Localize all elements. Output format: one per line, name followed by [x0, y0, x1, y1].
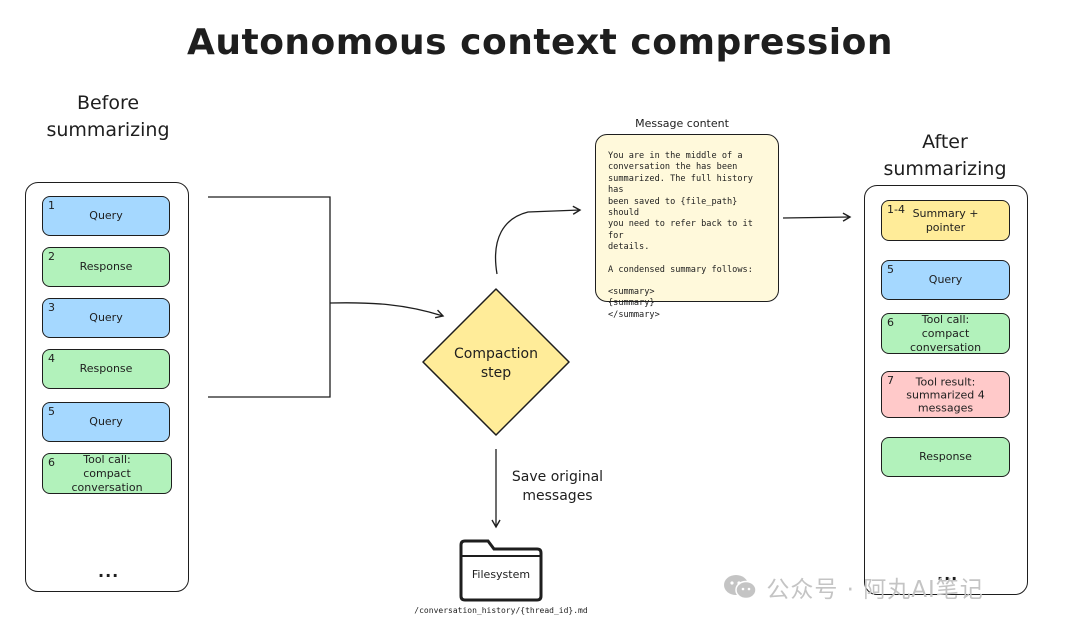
folder-icon [459, 539, 543, 602]
after-item-response: Response [881, 437, 1010, 477]
item-label: Tool call: compact conversation [43, 453, 171, 495]
before-heading-line1: Before [76, 92, 140, 114]
item-label: Response [919, 450, 972, 463]
item-number: 3 [48, 301, 55, 314]
item-label-line1: Tool call: [83, 452, 131, 466]
compaction-step-label: Compaction step [436, 345, 556, 383]
item-label-line3: messages [917, 401, 974, 414]
before-item-response-4: 4 Response [42, 349, 170, 389]
item-label: Response [79, 362, 133, 375]
compaction-line2: step [480, 365, 512, 381]
item-number: 2 [48, 250, 55, 263]
item-number: 5 [48, 405, 55, 418]
item-label: Query [89, 311, 123, 324]
before-item-query-5: 5 Query [42, 402, 170, 442]
before-heading-line2: summarizing [46, 119, 170, 141]
item-number: 1 [48, 199, 55, 212]
filesystem-label: Filesystem [471, 568, 531, 581]
item-label: Response [79, 260, 133, 273]
save-line1: Save original [511, 469, 604, 485]
item-label-line1: Tool call: [921, 312, 970, 326]
compaction-line1: Compaction [454, 346, 538, 362]
after-item-summary-pointer: 1-4 Summary + pointer [881, 200, 1010, 241]
before-item-tool-call-6: 6 Tool call: compact conversation [42, 453, 172, 494]
item-label: Query [89, 209, 123, 222]
to-after-arrow [782, 212, 852, 222]
item-number: 6 [887, 316, 894, 329]
item-number: 6 [48, 456, 55, 469]
item-label: Summary + pointer [882, 207, 1009, 235]
message-content-box: You are in the middle of a conversation … [595, 134, 779, 320]
save-line2: messages [522, 488, 593, 504]
item-label-line1: Tool result: [915, 375, 976, 388]
after-heading-line2: summarizing [883, 158, 1007, 180]
item-label: Query [928, 273, 963, 286]
diagram-title: Autonomous context compression [187, 22, 893, 63]
compaction-diamond [422, 288, 570, 436]
before-bracket-line [208, 196, 331, 398]
item-number: 1-4 [887, 203, 905, 216]
message-paragraph-1: You are in the middle of a conversation … [608, 151, 753, 253]
to-compaction-arrow [329, 302, 445, 319]
item-number: 7 [887, 374, 894, 387]
item-number: 4 [48, 352, 55, 365]
message-paragraph-2: A condensed summary follows: [608, 264, 753, 275]
after-item-query-5: 5 Query [881, 260, 1010, 300]
before-item-query-3: 3 Query [42, 298, 170, 338]
item-label: Tool call: compact conversation [882, 313, 1009, 355]
before-heading: Before summarizing [38, 90, 178, 144]
after-heading: After summarizing [875, 129, 1015, 183]
wechat-icon [722, 573, 758, 601]
item-label-line2: compact conversation [71, 466, 143, 494]
item-label-line2: summarized 4 [906, 388, 985, 401]
item-label-line1: Summary + [912, 206, 979, 220]
save-messages-label: Save original messages [500, 468, 615, 506]
watermark: 公众号 · 阿丸AI笔记 [722, 570, 984, 604]
item-label: Tool result: summarized 4 messages [882, 375, 1009, 414]
item-label-line2: compact conversation [909, 326, 982, 354]
after-ellipsis: ... [937, 565, 959, 584]
item-label-line2: pointer [925, 220, 966, 234]
after-heading-line1: After [922, 131, 968, 153]
message-paragraph-3: <summary> {summary} </summary> [608, 287, 660, 320]
to-message-arrow [494, 205, 582, 275]
item-label: Query [89, 415, 123, 428]
before-ellipsis: ... [98, 562, 120, 581]
after-item-tool-call-6: 6 Tool call: compact conversation [881, 313, 1010, 354]
before-item-query-1: 1 Query [42, 196, 170, 236]
filesystem-path: /conversation_history/{thread_id}.md [414, 606, 588, 615]
message-caption: Message content [635, 117, 729, 130]
before-item-response-2: 2 Response [42, 247, 170, 287]
after-item-tool-result-7: 7 Tool result: summarized 4 messages [881, 371, 1010, 418]
item-number: 5 [887, 263, 894, 276]
watermark-text: 公众号 · 阿丸AI笔记 [766, 577, 984, 603]
